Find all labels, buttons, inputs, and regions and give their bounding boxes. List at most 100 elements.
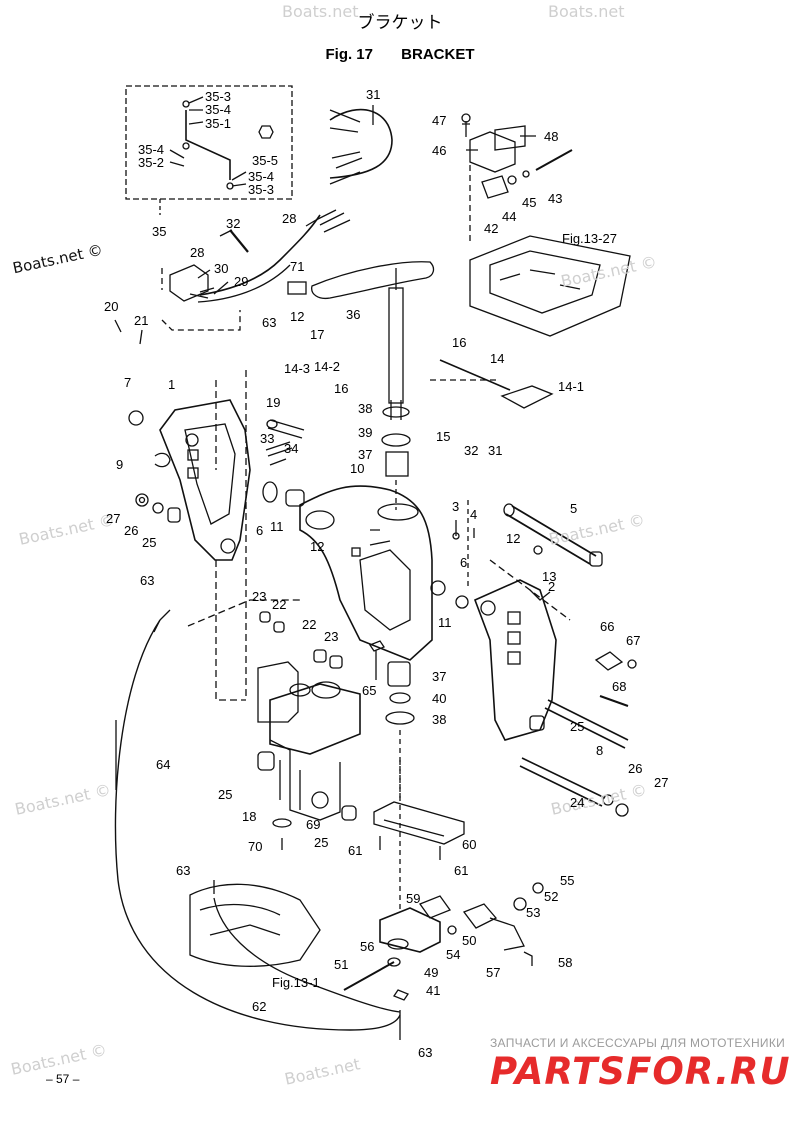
- callout-label: 35-3: [205, 89, 232, 104]
- callout-label: 52: [544, 889, 559, 904]
- callout-label: 25: [142, 535, 157, 550]
- callout-label: 35-5: [252, 153, 279, 168]
- callout-label: 39: [358, 425, 373, 440]
- callout-label: 35-4: [205, 102, 232, 117]
- figure-number: Fig. 17: [325, 46, 373, 63]
- callout-label: 27: [106, 511, 121, 526]
- callout-label: 28: [282, 211, 297, 226]
- callout-label: 38: [358, 401, 373, 416]
- clip-9: [154, 452, 171, 468]
- callout-label: 11: [438, 615, 452, 630]
- callout-label: 43: [548, 191, 563, 206]
- callout-label: 25: [218, 787, 233, 802]
- callout-label: 9: [116, 457, 124, 472]
- callout-label: 35-4: [138, 142, 165, 157]
- callout-label: 4: [470, 507, 478, 522]
- callout-label: 42: [484, 221, 499, 236]
- callout-label: 23: [324, 629, 339, 644]
- callout-label: 49: [424, 965, 439, 980]
- title-row: Fig. 17 BRACKET: [0, 46, 800, 63]
- callout-label: 14-3: [284, 361, 311, 376]
- callout-label: 66: [600, 619, 615, 634]
- callout-label: 55: [560, 873, 575, 888]
- group-box-35: [125, 85, 293, 200]
- callout-label: 45: [522, 195, 537, 210]
- callout-label: 70: [248, 839, 263, 854]
- callout-label: 21: [134, 313, 149, 328]
- callout-label: 63: [418, 1045, 433, 1060]
- callout-label: 14-2: [314, 359, 341, 374]
- callout-label: 47: [432, 113, 447, 128]
- callout-label: 58: [558, 955, 573, 970]
- callout-label: 37: [358, 447, 373, 462]
- callout-label: 12: [290, 309, 305, 324]
- callout-label: 57: [486, 965, 501, 980]
- rubber-mount-42: [481, 175, 509, 199]
- callout-label: 30: [214, 261, 229, 276]
- callout-label: 3: [452, 499, 460, 514]
- shop-logo: PARTSFOR.RU: [490, 1050, 791, 1093]
- callout-label: 22: [302, 617, 317, 632]
- callout-label: 37: [432, 669, 447, 684]
- callout-label: 59: [406, 891, 421, 906]
- callout-label: 67: [626, 633, 641, 648]
- callout-label: 26: [124, 523, 139, 538]
- callout-label: 19: [266, 395, 281, 410]
- callout-label: 35-3: [248, 182, 275, 197]
- callout-label: 25: [570, 719, 585, 734]
- callout-label: 29: [234, 274, 249, 289]
- callout-label: 5: [570, 501, 578, 516]
- callout-label: 41: [426, 983, 441, 998]
- callout-label: 65: [362, 683, 377, 698]
- callout-label: 8: [596, 743, 604, 758]
- callout-label: 16: [334, 381, 349, 396]
- bushing-7: [128, 410, 144, 426]
- page-number: – 57 –: [46, 1072, 80, 1086]
- callout-label: 71: [290, 259, 305, 274]
- callout-label: 36: [346, 307, 361, 322]
- watermark: Boats.net: [282, 2, 359, 21]
- callout-label: 38: [432, 712, 447, 727]
- reference-label: Fig.13-1: [272, 975, 320, 990]
- callout-label: 53: [526, 905, 541, 920]
- callout-label: 35-1: [205, 116, 232, 131]
- callout-label: 7: [124, 375, 132, 390]
- callout-label: 6: [460, 555, 468, 570]
- reference-label: Fig.13-27: [562, 231, 617, 246]
- callout-label: 6: [256, 523, 264, 538]
- callout-label: 27: [654, 775, 669, 790]
- callout-label: 62: [252, 999, 267, 1014]
- callout-label: 18: [242, 809, 257, 824]
- callout-label: 34: [284, 441, 299, 456]
- callout-label: 60: [462, 837, 477, 852]
- callout-label: 54: [446, 947, 461, 962]
- callout-label: 69: [306, 817, 321, 832]
- callout-label: 63: [140, 573, 155, 588]
- callout-label: 17: [310, 327, 325, 342]
- callout-label: 32: [226, 216, 241, 231]
- callout-label: 23: [252, 589, 267, 604]
- callout-label: 12: [506, 531, 521, 546]
- callout-label: 12: [310, 539, 325, 554]
- callout-label: 15: [436, 429, 451, 444]
- callout-label: 31: [488, 443, 503, 458]
- callout-label: 13: [542, 569, 557, 584]
- callout-label: 1: [168, 377, 176, 392]
- callout-label: 50: [462, 933, 477, 948]
- nut-35-5: [258, 125, 274, 139]
- callout-label: 24: [570, 795, 585, 810]
- title-japanese: ブラケット: [357, 13, 443, 33]
- callout-label: 33: [260, 431, 275, 446]
- callout-label: 63: [262, 315, 277, 330]
- callout-label: 14: [490, 351, 505, 366]
- callout-label: 61: [348, 843, 363, 858]
- callout-label: 2: [548, 579, 556, 594]
- callout-label: 64: [156, 757, 171, 772]
- callout-label: 35-4: [248, 169, 275, 184]
- callout-label: 28: [190, 245, 205, 260]
- callout-label: 11: [270, 519, 284, 534]
- callout-label: 22: [272, 597, 287, 612]
- callout-label: 61: [454, 863, 469, 878]
